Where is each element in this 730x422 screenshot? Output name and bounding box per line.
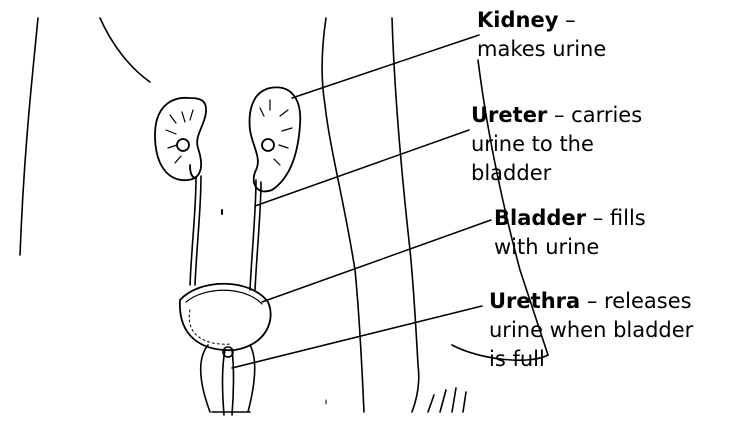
label-urethra-line-2: urine when bladder bbox=[489, 316, 693, 345]
leader-kidney bbox=[292, 35, 479, 98]
label-kidney-term: Kidney bbox=[477, 8, 558, 32]
label-urethra-sep: – bbox=[580, 289, 604, 313]
hand-fingers bbox=[428, 388, 466, 412]
label-bladder-term: Bladder bbox=[494, 206, 586, 230]
label-ureter-sep: – bbox=[547, 103, 571, 127]
urethra bbox=[201, 345, 255, 415]
leader-urethra bbox=[232, 306, 482, 368]
kidney-left bbox=[155, 98, 206, 180]
leader-bladder bbox=[262, 220, 491, 302]
label-bladder-line-2: with urine bbox=[494, 233, 646, 262]
leader-ureter bbox=[255, 130, 469, 206]
arm-outline-inner bbox=[392, 18, 419, 412]
torso-outline-left-inner bbox=[100, 18, 150, 82]
torso-outline-left bbox=[20, 18, 38, 255]
label-ureter-line-2: urine to the bbox=[471, 130, 642, 159]
label-ureter: Ureter – carries urine to the bladder bbox=[471, 101, 642, 188]
label-bladder-sep: – bbox=[586, 206, 610, 230]
label-bladder: Bladder – fills with urine bbox=[494, 204, 646, 262]
label-kidney: Kidney – makes urine bbox=[477, 6, 606, 64]
label-ureter-term: Ureter bbox=[471, 103, 547, 127]
label-urethra: Urethra – releases urine when bladder is… bbox=[489, 287, 693, 374]
label-urethra-term: Urethra bbox=[489, 289, 580, 313]
label-kidney-sep: – bbox=[558, 8, 575, 32]
torso-outline-center bbox=[322, 18, 364, 412]
bladder bbox=[180, 284, 271, 350]
label-ureter-line-1: carries bbox=[571, 103, 642, 127]
label-ureter-line-3: bladder bbox=[471, 159, 642, 188]
label-urethra-line-3: is full bbox=[489, 345, 693, 374]
label-urethra-line-1: releases bbox=[604, 289, 692, 313]
kidney-right bbox=[250, 87, 301, 191]
ureter-right bbox=[250, 180, 256, 290]
label-bladder-line-1: fills bbox=[610, 206, 646, 230]
label-kidney-line-2: makes urine bbox=[477, 35, 606, 64]
